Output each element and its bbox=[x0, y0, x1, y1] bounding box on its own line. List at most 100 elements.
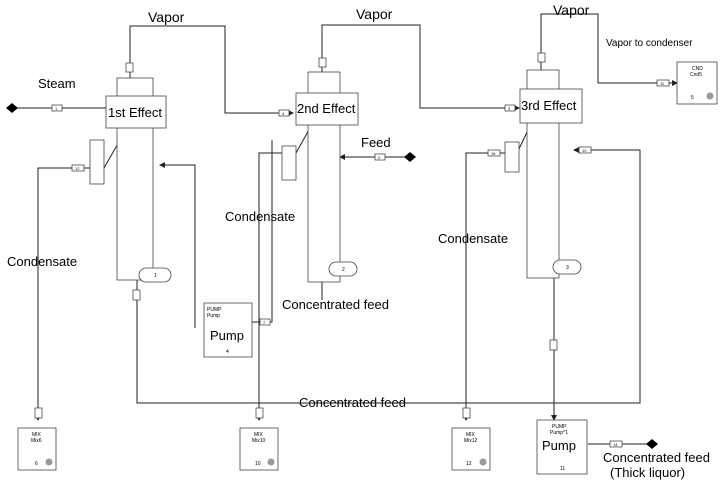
mix-2-type: MIX bbox=[254, 432, 264, 438]
effect-1-drum-tag: 1 bbox=[154, 273, 157, 279]
label-vapor-to-condenser: Vapor to condenser bbox=[606, 38, 693, 49]
stream-tag-vapor-3-text: 11 bbox=[660, 81, 665, 86]
mix-2-name: Mix10 bbox=[252, 438, 266, 444]
effect-2-header bbox=[295, 92, 359, 126]
pump-2-label: Pump bbox=[542, 438, 576, 453]
mix-1-port-dot bbox=[45, 458, 53, 466]
stream-tag-vertical-8[interactable] bbox=[462, 407, 471, 419]
stream-tag-conc-3-text: 10 bbox=[582, 148, 587, 153]
effect-2-heat-exchanger bbox=[281, 145, 297, 181]
stream-tag-feed-text: 2 bbox=[378, 155, 381, 160]
mix-3-type: MIX bbox=[466, 432, 476, 438]
label-concentrated-feed-out: Concentrated feed bbox=[603, 450, 710, 465]
stream-tag-vertical-1[interactable] bbox=[125, 62, 134, 73]
label-thick-liquor: (Thick liquor) bbox=[610, 465, 685, 480]
mix-3-port-dot bbox=[479, 458, 487, 466]
effect-1-drum bbox=[138, 267, 172, 283]
condenser-name: Cnd5 bbox=[690, 72, 702, 78]
effect-1-header bbox=[105, 95, 167, 129]
stream-tag-vertical-5[interactable] bbox=[549, 339, 558, 351]
effect-1-label: 1st Effect bbox=[108, 105, 162, 120]
pump-1-name: Pump bbox=[207, 313, 220, 319]
label-vapor-1: Vapor bbox=[148, 9, 185, 25]
stream-tag-vertical-7[interactable] bbox=[255, 407, 264, 419]
stream-tag-cond-1-text: 12 bbox=[75, 166, 80, 171]
mix-block-2[interactable]: MIX Mix10 10 bbox=[239, 427, 279, 471]
pump-1-label: Pump bbox=[210, 328, 244, 343]
diagram-labels: Vapor Vapor Vapor Vapor to condenser Ste… bbox=[7, 2, 710, 480]
condensate-line-1 bbox=[35, 167, 90, 421]
mix-block-1[interactable]: MIX Mix6 6 bbox=[17, 427, 57, 471]
stream-tag-feed[interactable] bbox=[374, 153, 386, 161]
mix-1-name: Mix6 bbox=[31, 438, 42, 444]
stream-tag-cond-3[interactable] bbox=[487, 149, 501, 157]
stream-tags: 1 2 4 3 11 7 12 16 10 14 bbox=[34, 52, 670, 448]
effect-3-drum-tag: 3 bbox=[566, 265, 569, 271]
label-condensate-3: Condensate bbox=[438, 231, 508, 246]
stream-tag-vertical-6[interactable] bbox=[34, 407, 43, 419]
effect-2[interactable]: 2nd Effect 2 bbox=[281, 71, 359, 283]
effect-3-label: 3rd Effect bbox=[521, 98, 577, 113]
stream-tag-cond-1[interactable] bbox=[71, 164, 85, 172]
label-condensate-2: Condensate bbox=[225, 209, 295, 224]
stream-tag-vertical-4[interactable] bbox=[132, 289, 141, 301]
vapor-line-1 bbox=[129, 25, 294, 116]
label-vapor-3: Vapor bbox=[553, 2, 590, 18]
mix-2-number: 10 bbox=[255, 461, 261, 467]
mix-1-type: MIX bbox=[32, 432, 42, 438]
mix-2-port-dot bbox=[267, 458, 275, 466]
pump-2-type: PUMP bbox=[552, 424, 567, 430]
mix-3-name: Mix12 bbox=[464, 438, 478, 444]
effect-3-drum bbox=[552, 259, 582, 275]
stream-tag-vertical-3[interactable] bbox=[537, 52, 546, 63]
product-sink-diamond bbox=[646, 439, 658, 449]
stream-tag-steam-text: 1 bbox=[55, 106, 58, 111]
vapor-to-condenser-line bbox=[540, 13, 678, 86]
condenser-block[interactable]: CND Cnd5 5 bbox=[676, 61, 718, 105]
stream-tag-pump1[interactable] bbox=[259, 318, 271, 326]
label-steam: Steam bbox=[38, 76, 76, 91]
effect-2-label: 2nd Effect bbox=[297, 101, 356, 116]
pump-2-number: 11 bbox=[560, 466, 565, 472]
mix-block-3[interactable]: MIX Mix12 12 bbox=[451, 427, 491, 471]
stream-tag-conc-3[interactable] bbox=[578, 146, 592, 154]
pump-block-2[interactable]: PUMP Pump^1 Pump 11 bbox=[536, 419, 588, 475]
stream-lines bbox=[12, 13, 678, 445]
stream-tag-vapor-2-text: 3 bbox=[508, 106, 511, 111]
mix-1-number: 6 bbox=[35, 461, 38, 467]
stream-tag-vapor-3[interactable] bbox=[656, 79, 670, 87]
pump1-to-effect1-line bbox=[159, 162, 196, 328]
effect-1-heat-exchanger bbox=[89, 139, 105, 185]
condenser-type: CND bbox=[692, 66, 703, 72]
condensate-line-3 bbox=[463, 152, 505, 421]
mix-3-number: 12 bbox=[466, 461, 472, 467]
label-feed: Feed bbox=[361, 135, 391, 150]
stream-tag-vapor-1[interactable] bbox=[278, 109, 290, 117]
stream-tag-steam[interactable] bbox=[51, 104, 63, 112]
stream-tag-vapor-1-text: 4 bbox=[282, 111, 285, 116]
effect-3[interactable]: 3rd Effect 3 bbox=[504, 69, 583, 279]
pump-1-number: 4 bbox=[226, 349, 229, 355]
effect-1[interactable]: 1st Effect 1 bbox=[89, 77, 172, 283]
label-concentrated-feed-bottom: Concentrated feed bbox=[299, 395, 406, 410]
vapor-line-2 bbox=[321, 24, 520, 111]
pump-2-box bbox=[536, 419, 588, 475]
effect1-to-effect3-line bbox=[136, 147, 641, 404]
condenser-port-dot bbox=[706, 92, 714, 100]
label-concentrated-feed-mid: Concentrated feed bbox=[282, 297, 389, 312]
stream-tag-vapor-2[interactable] bbox=[504, 104, 516, 112]
pump-block-1[interactable]: PUMP Pump Pump 4 bbox=[203, 302, 253, 358]
pump-2-name: Pump^1 bbox=[550, 430, 568, 436]
condensate-line-2 bbox=[256, 152, 282, 421]
pump1-outlet-line bbox=[252, 140, 273, 323]
effect-2-drum-tag: 2 bbox=[342, 267, 345, 273]
effect-3-heat-exchanger bbox=[504, 141, 520, 173]
pump-1-type: PUMP bbox=[207, 307, 222, 313]
label-vapor-2: Vapor bbox=[356, 6, 393, 22]
effect-3-header bbox=[519, 88, 583, 124]
stream-tag-product[interactable] bbox=[609, 440, 623, 448]
pump-1-box bbox=[203, 302, 253, 358]
stream-tag-vertical-2[interactable] bbox=[318, 57, 327, 68]
stream-tag-cond-3-text: 16 bbox=[491, 151, 496, 156]
